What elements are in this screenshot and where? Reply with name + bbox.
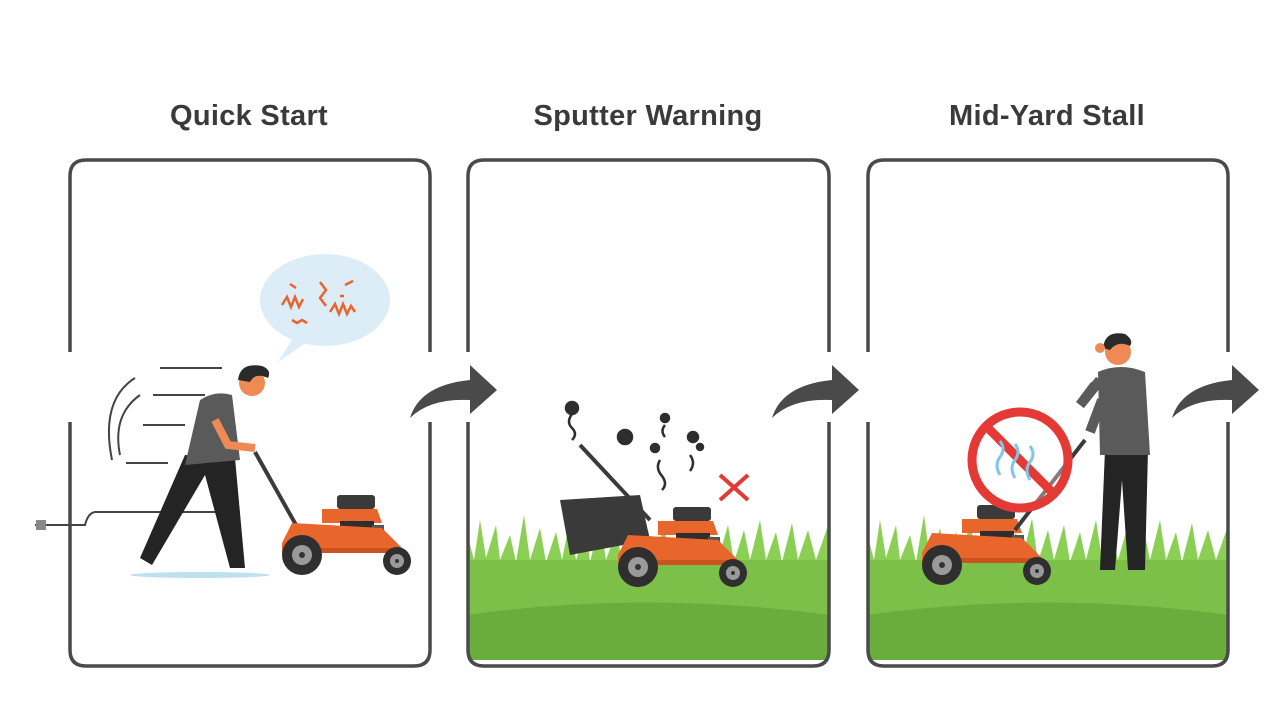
arrow-right-icon xyxy=(410,365,497,418)
no-heat-prohibition-icon xyxy=(967,407,1073,513)
panel-3-frame xyxy=(866,158,1230,668)
panel-title-mid-yard-stall: Mid-Yard Stall xyxy=(949,100,1145,132)
power-cord xyxy=(35,511,240,526)
red-x-icon xyxy=(718,473,750,502)
quick-start-illustration xyxy=(35,254,411,578)
panel-2-frame xyxy=(466,158,831,668)
smoke-puffs-icon xyxy=(564,400,705,491)
arrow-right-icon xyxy=(772,365,859,418)
panel-title-sputter-warning: Sputter Warning xyxy=(533,100,763,132)
noise-squiggle-icon xyxy=(280,279,357,325)
sputter-warning-illustration xyxy=(560,400,750,587)
panel-title-quick-start: Quick Start xyxy=(169,100,328,132)
speech-bubble xyxy=(260,254,390,346)
arrow-right-icon xyxy=(1172,365,1259,418)
mid-yard-stall-illustration xyxy=(922,333,1150,585)
panel-1-frame xyxy=(68,158,432,668)
